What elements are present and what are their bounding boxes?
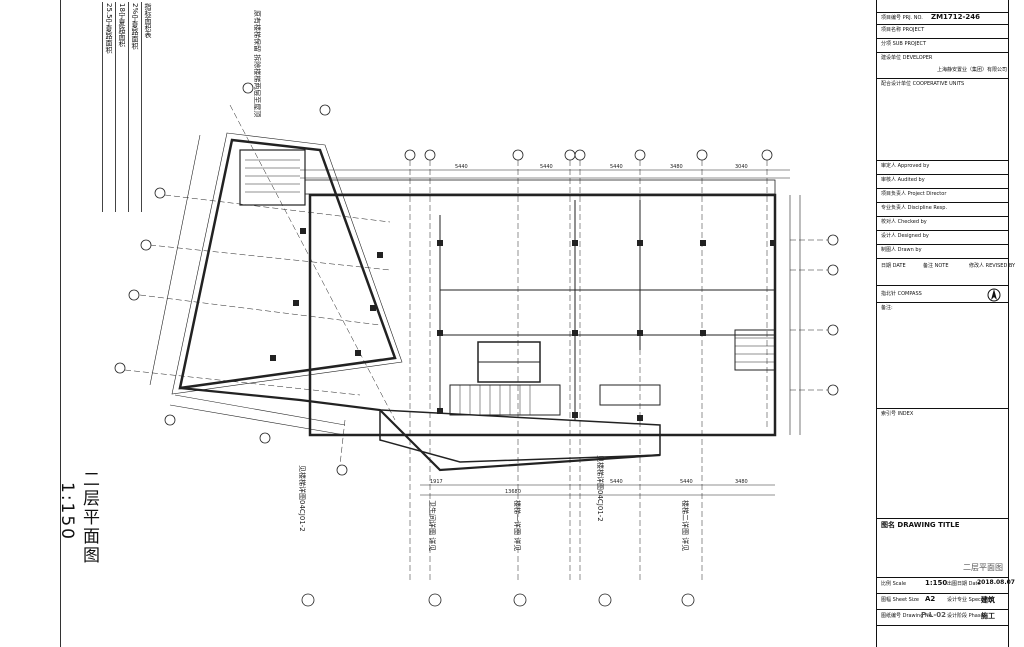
tb-project-label: 项目名称 PROJECT bbox=[881, 27, 925, 33]
bottom-label-stair-detail: 见楼梯详图04CJ01-2 bbox=[298, 465, 307, 532]
bottom-service-strip bbox=[379, 409, 661, 463]
tb-project-no: ZM1712-246 bbox=[931, 13, 981, 21]
axis-bubbles-bottom bbox=[301, 593, 695, 607]
tb-note-header: 备注 NOTE bbox=[923, 263, 949, 269]
tb-index-label: 索引号 INDEX bbox=[881, 411, 914, 417]
tb-no-value: P-L-02 bbox=[921, 611, 947, 619]
dim-top-5: 3040 bbox=[735, 164, 748, 170]
dim-bottom-1: 1917 bbox=[430, 479, 443, 485]
tb-notes-label: 备注: bbox=[881, 305, 893, 311]
dim-top-4: 3480 bbox=[670, 164, 683, 170]
core-stair bbox=[449, 384, 561, 416]
tb-date-value: 2018.08.07 bbox=[977, 579, 1015, 586]
area-table-row: 18宁夏路面积 bbox=[115, 2, 128, 212]
dim-bottom-5: 3480 bbox=[735, 479, 748, 485]
axis-bubbles-left bbox=[114, 187, 839, 476]
area-table-row: 25.5宁夏路面积 bbox=[102, 2, 115, 212]
tb-stage-label: 设计阶段 Phase bbox=[947, 613, 984, 619]
dim-bottom-2: 13680 bbox=[505, 489, 521, 495]
wing-outline bbox=[178, 138, 397, 390]
tb-size-label: 图幅 Sheet Size bbox=[881, 597, 919, 603]
bottom-label-stair-general: 见楼梯详图04CJ01-2 bbox=[596, 455, 605, 522]
tb-discipline: 专业负责人 Discipline Resp. bbox=[881, 205, 948, 211]
tb-date-cn-label: 出图日期 Date bbox=[947, 581, 981, 587]
bottom-label-stair1: 楼梯一详图 详见 bbox=[513, 500, 522, 551]
main-block-outline bbox=[308, 193, 777, 437]
tb-drawing-title-label: 图名 DRAWING TITLE bbox=[881, 521, 960, 529]
vertical-scale-text: 1:150 bbox=[57, 482, 77, 541]
tb-rev-header: 修改人 REVISED BY bbox=[969, 263, 1016, 269]
tb-developer-label: 建设单位 DEVELOPER bbox=[881, 55, 933, 61]
tb-subproject-label: 分项 SUB PROJECT bbox=[881, 41, 927, 47]
tb-project-no-label: 项目编号 PRJ. NO. bbox=[881, 15, 923, 21]
tb-checked: 校对人 Checked by bbox=[881, 219, 927, 225]
tb-scale-label: 比例 Scale bbox=[881, 581, 907, 587]
left-margin-strip bbox=[0, 0, 61, 647]
tb-spec-value: 建筑 bbox=[981, 596, 995, 604]
tb-size-value: A2 bbox=[925, 595, 936, 603]
tb-coop-label: 配合设计单位 COOPERATIVE UNITS bbox=[881, 81, 965, 87]
dim-bottom-4: 5440 bbox=[680, 479, 693, 485]
top-note: 原有楼梯保留 拆除楼梯两层至屋顶 bbox=[253, 10, 262, 117]
tb-director: 项目负责人 Project Director bbox=[881, 191, 947, 197]
tb-stage-value: 施工 bbox=[981, 612, 995, 620]
dim-top-3: 5440 bbox=[610, 164, 623, 170]
title-block: 项目编号 PRJ. NO. ZM1712-246 项目名称 PROJECT 分项… bbox=[876, 0, 1015, 647]
area-table: 指标面积表 2%宁夏路面积 18宁夏路面积 25.5宁夏路面积 bbox=[92, 2, 154, 212]
stair-block bbox=[239, 149, 306, 206]
vertical-title-text: 二层平面图 bbox=[79, 470, 99, 565]
tb-approved: 审定人 Approved by bbox=[881, 163, 930, 169]
tb-drawing-title-value: 二层平面图 bbox=[963, 563, 1003, 572]
axis-bubbles-top bbox=[242, 82, 773, 161]
tb-scale-value: 1:150 bbox=[925, 579, 948, 587]
area-table-title: 指标面积表 bbox=[141, 2, 154, 212]
bottom-label-stair2: 楼梯二详图 详见 bbox=[681, 500, 690, 551]
dim-top-1: 5440 bbox=[455, 164, 468, 170]
vertical-drawing-title: 二层平面图 1:150 bbox=[57, 470, 102, 640]
tb-no-label: 图纸编号 Drawing No. bbox=[881, 613, 934, 619]
dim-bottom-3: 5440 bbox=[610, 479, 623, 485]
tb-audited: 审核人 Audited by bbox=[881, 177, 925, 183]
right-margin-strip bbox=[1008, 0, 1024, 647]
tb-drawn: 制图人 Drawn by bbox=[881, 247, 922, 253]
bottom-label-toilet: 卫生间详图 详见 bbox=[428, 500, 437, 551]
tb-spec-label: 设计专业 Speciality bbox=[947, 597, 993, 603]
tb-date-header: 日期 DATE bbox=[881, 263, 906, 269]
right-stair bbox=[734, 329, 776, 371]
north-arrow-icon bbox=[987, 288, 1001, 302]
structural-columns bbox=[270, 228, 776, 421]
dim-top-2: 5440 bbox=[540, 164, 553, 170]
area-table-row: 2%宁夏路面积 bbox=[128, 2, 141, 212]
tb-designed: 设计人 Designed by bbox=[881, 233, 929, 239]
tb-compass-label: 指北针 COMPASS bbox=[881, 291, 922, 297]
tb-developer-value: 上海静安置业（集团）有限公司 bbox=[937, 67, 1008, 73]
